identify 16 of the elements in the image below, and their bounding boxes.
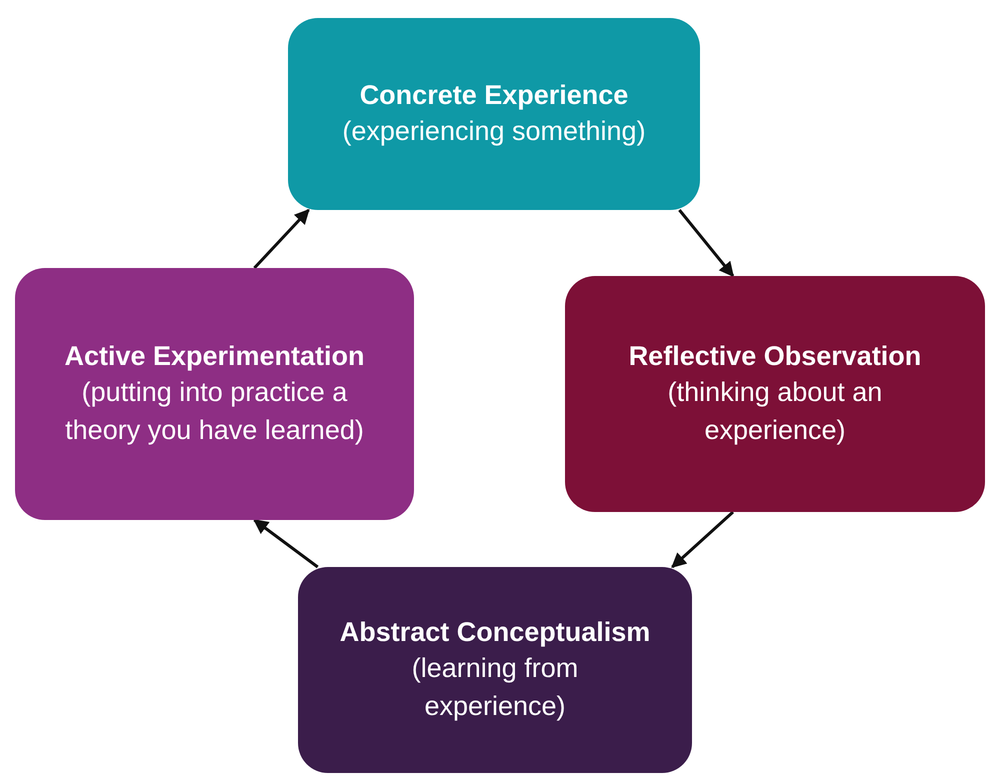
- arrow: [678, 209, 734, 278]
- box-description: (learning from experience): [410, 652, 580, 724]
- box-title: Concrete Experience: [360, 78, 628, 112]
- arrow: [671, 510, 734, 568]
- process-box: [15, 268, 414, 520]
- box-description: (putting into practice a theory you have learned): [64, 376, 365, 448]
- arrow: [253, 208, 310, 270]
- process-box: [298, 567, 692, 773]
- box-title: Abstract Conceptualism: [340, 616, 650, 649]
- process-box: [288, 18, 700, 210]
- box-description: (experiencing something): [342, 115, 646, 148]
- box-title: Reflective Observation: [628, 340, 922, 373]
- arrow: [253, 518, 319, 568]
- box-description: (thinking about an experience): [666, 376, 884, 448]
- process-box: [565, 276, 985, 512]
- box-title: Active Experimentation: [64, 340, 365, 373]
